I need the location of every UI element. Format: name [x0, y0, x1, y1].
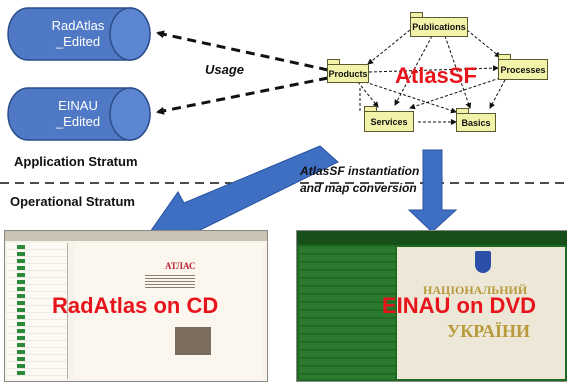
instantiation-label-line1: AtlasSF instantiation	[300, 164, 420, 178]
einau-page-title: НАЦІОНАЛЬНИЙ	[423, 283, 528, 297]
radatlas-toolbar	[5, 231, 267, 241]
einau-on-dvd-label: EINAU on DVD	[382, 293, 536, 318]
einau-header	[297, 231, 567, 245]
einau-edited-line1: EINAU	[58, 98, 98, 113]
package-processes: Processes	[498, 54, 548, 80]
package-basics: Basics	[456, 108, 496, 132]
trident-icon	[475, 251, 491, 273]
package-publications: Publications	[410, 12, 468, 37]
radatlas-edited-line2: _Edited	[55, 34, 101, 49]
package-relations	[357, 29, 506, 125]
radatlas-on-cd-label: RadAtlas on CD	[52, 293, 219, 318]
einau-page-title2: УКРАЇНИ	[447, 321, 530, 341]
radatlas-edited-cylinder	[7, 7, 151, 61]
einau-screenshot: НАЦІОНАЛЬНИЙ УКРАЇНИ	[296, 230, 567, 382]
radatlas-edited-line1: RadAtlas	[51, 18, 105, 33]
blue-arrow-to-einau	[407, 149, 458, 233]
instantiation-label-line2: and map conversion	[300, 181, 417, 195]
radatlas-screenshot: АТЛАС	[4, 230, 268, 382]
usage-label: Usage	[205, 62, 245, 77]
atlassf-title: AtlasSF	[395, 63, 477, 88]
package-products: Products	[327, 59, 369, 83]
radatlas-page-text	[145, 275, 195, 289]
einau-edited-cylinder	[7, 87, 151, 141]
radatlas-photo	[175, 327, 211, 355]
application-stratum-label: Application Stratum	[14, 154, 138, 169]
radatlas-content	[75, 243, 263, 379]
einau-edited-line2: _Edited	[55, 114, 101, 129]
einau-menu-panel	[299, 247, 395, 379]
package-services: Services	[364, 106, 414, 132]
usage-arrow-bottom	[156, 76, 329, 115]
einau-edited-label: EINAU _Edited	[28, 98, 128, 130]
radatlas-page-title: АТЛАС	[165, 261, 196, 271]
operational-stratum-label: Operational Stratum	[10, 194, 135, 209]
radatlas-tree-icons	[17, 245, 25, 375]
radatlas-edited-label: RadAtlas _Edited	[28, 18, 128, 50]
